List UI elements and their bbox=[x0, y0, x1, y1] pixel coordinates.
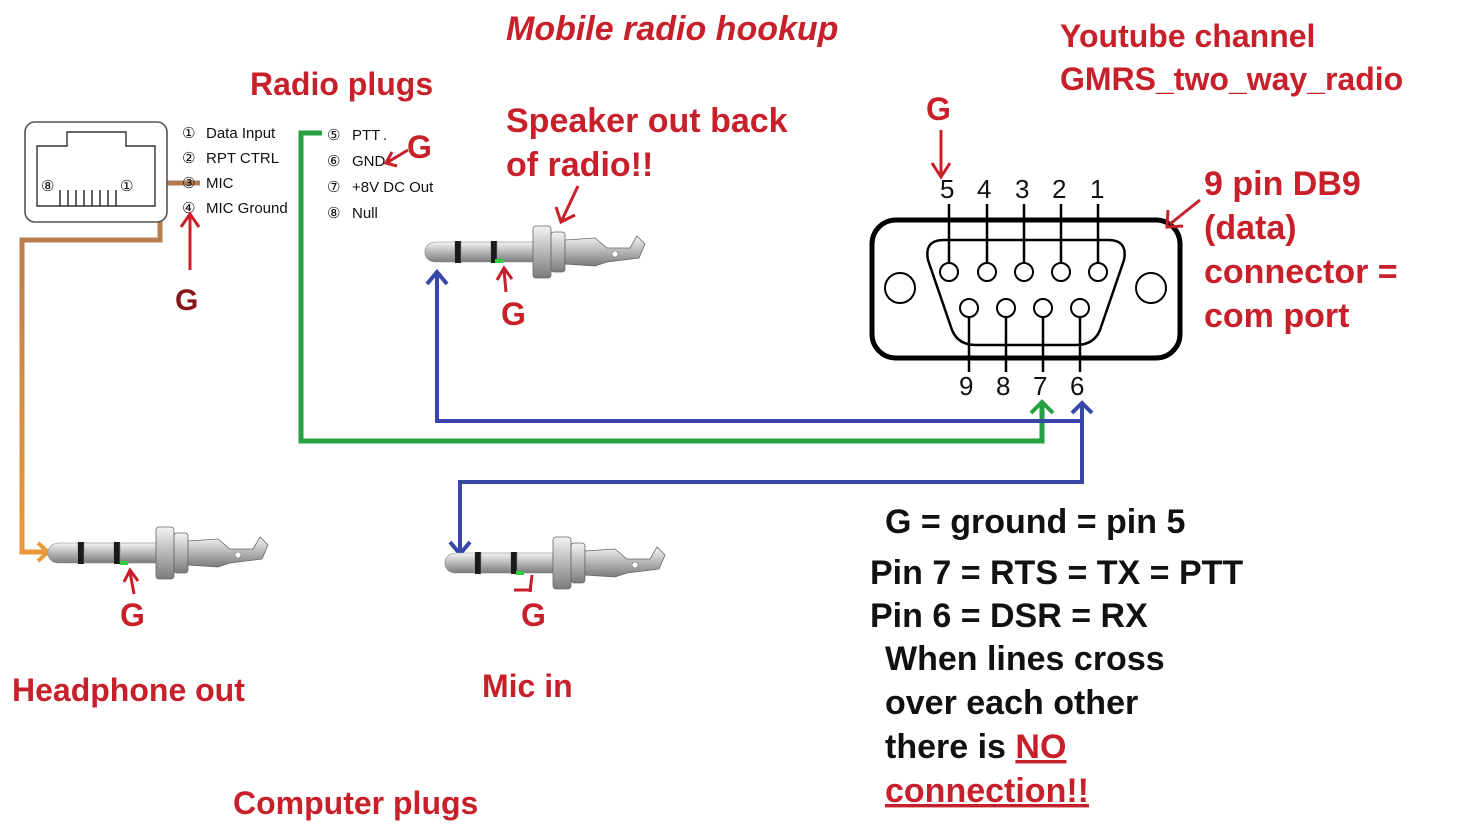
db9-label-line1: 9 pin DB9 bbox=[1204, 165, 1361, 203]
pin-number: ⑧ bbox=[327, 204, 340, 222]
pin-label-gnd: GND bbox=[352, 153, 386, 170]
mic-ground-arrow-computer bbox=[514, 574, 534, 593]
youtube-line-1: Youtube channel bbox=[1060, 18, 1315, 54]
gnd-ground-label: G bbox=[407, 129, 432, 165]
headphone-ground-arrow bbox=[122, 567, 140, 595]
pin-label-mic: MIC bbox=[206, 175, 234, 192]
legend-note-2: over each other bbox=[885, 684, 1138, 722]
pin-label-8v-dc-out: +8V DC Out bbox=[352, 179, 434, 196]
headphone-label: Headphone out bbox=[12, 672, 245, 708]
pin-number: ① bbox=[182, 124, 195, 142]
mic-jack bbox=[444, 536, 666, 590]
pin-label-null: Null bbox=[352, 205, 378, 222]
speaker-jack bbox=[424, 225, 646, 279]
db9-pin-5: 5 bbox=[940, 174, 954, 204]
mic-ground-arrow bbox=[179, 211, 201, 270]
youtube-line-2: GMRS_two_way_radio bbox=[1060, 61, 1403, 97]
blue-wire-speaker-arrow bbox=[425, 268, 449, 286]
pin-number: ② bbox=[182, 149, 195, 167]
rj45-pins-left: ① Data Input ② RPT CTRL ③ MIC ④ MIC Grou… bbox=[182, 124, 288, 217]
pin-label-ptt: PTT bbox=[352, 127, 380, 144]
db9-label-arrow bbox=[1165, 198, 1201, 229]
orange-wire bbox=[19, 180, 200, 555]
db9-pin-8: 8 bbox=[996, 371, 1010, 401]
rj45-pins-right: ⑤ PTT . ⑥ GND ⑦ +8V DC Out ⑧ Null bbox=[327, 126, 434, 222]
mic-label: Mic in bbox=[482, 668, 573, 704]
db9-pin-4: 4 bbox=[977, 174, 991, 204]
speaker-ground-label: G bbox=[501, 296, 526, 332]
green-wire bbox=[298, 130, 1045, 444]
speaker-label-line2: of radio!! bbox=[506, 146, 653, 184]
db9-face bbox=[926, 238, 1126, 347]
rj45-pin8-marker: ⑧ bbox=[41, 177, 54, 195]
db9-pin-3: 3 bbox=[1015, 174, 1029, 204]
legend-connection-emphasis: connection!! bbox=[885, 772, 1089, 810]
legend-note-1: When lines cross bbox=[885, 640, 1165, 678]
blue-wire-speaker bbox=[435, 274, 1084, 423]
db9-pin-7: 7 bbox=[1033, 371, 1047, 401]
pin-label-data-input: Data Input bbox=[206, 125, 276, 142]
headphone-jack bbox=[47, 526, 269, 580]
gnd-arrow bbox=[383, 148, 409, 168]
legend-no-emphasis: NO bbox=[1015, 728, 1066, 766]
pin-number: ⑦ bbox=[327, 178, 340, 196]
pin-number: ④ bbox=[182, 199, 195, 217]
mic-ground-label: G bbox=[175, 284, 198, 317]
rj45-pin1-marker: ① bbox=[120, 177, 133, 195]
pin-number: ③ bbox=[182, 174, 195, 192]
pin-label-ptt-dot: . bbox=[383, 127, 387, 144]
speaker-jack-ground-mark bbox=[495, 259, 503, 263]
legend-pin6: Pin 6 = DSR = RX bbox=[870, 597, 1148, 635]
db9-pin-6: 6 bbox=[1070, 371, 1084, 401]
legend-note-3-prefix: there is bbox=[885, 728, 1015, 766]
db9-pin-9: 9 bbox=[959, 371, 973, 401]
db9-label-line2: (data) bbox=[1204, 209, 1297, 247]
speaker-ground-arrow bbox=[495, 265, 514, 293]
db9-pin-1: 1 bbox=[1090, 174, 1104, 204]
blue-wire-pin6-arrow bbox=[1070, 400, 1094, 415]
pin-label-mic-ground: MIC Ground bbox=[206, 200, 288, 217]
diagram-title: Mobile radio hookup bbox=[506, 10, 838, 48]
db9-pin-2: 2 bbox=[1052, 174, 1066, 204]
legend-note-3: there is NO bbox=[885, 728, 1066, 766]
legend-pin7: Pin 7 = RTS = TX = PTT bbox=[870, 554, 1243, 592]
db9-ground-arrow bbox=[930, 130, 952, 180]
legend-ground: G = ground = pin 5 bbox=[885, 503, 1185, 541]
db9-connector: G 5 4 3 2 1 9 8 7 bbox=[869, 91, 1183, 401]
pin-number: ⑥ bbox=[327, 152, 340, 170]
speaker-arrow bbox=[554, 185, 580, 225]
db9-ground-label: G bbox=[926, 91, 951, 127]
db9-label-line4: com port bbox=[1204, 297, 1349, 335]
pin-label-rpt-ctrl: RPT CTRL bbox=[206, 150, 279, 167]
speaker-label-line1: Speaker out back bbox=[506, 102, 788, 140]
green-wire-arrow bbox=[1029, 399, 1055, 415]
blue-wire-mic bbox=[458, 421, 1084, 552]
mic-jack-ground-mark bbox=[516, 571, 524, 575]
radio-plugs-heading: Radio plugs bbox=[250, 66, 433, 102]
headphone-jack-ground-mark bbox=[120, 561, 128, 565]
headphone-ground-label: G bbox=[120, 597, 145, 633]
pin-number: ⑤ bbox=[327, 126, 340, 144]
mic-ground-label-computer: G bbox=[521, 597, 546, 633]
rj45-socket: ⑧ ① bbox=[24, 121, 168, 223]
db9-label-line3: connector = bbox=[1204, 253, 1398, 291]
computer-plugs-heading: Computer plugs bbox=[233, 785, 478, 821]
legend: G = ground = pin 5 Pin 7 = RTS = TX = PT… bbox=[870, 503, 1243, 810]
